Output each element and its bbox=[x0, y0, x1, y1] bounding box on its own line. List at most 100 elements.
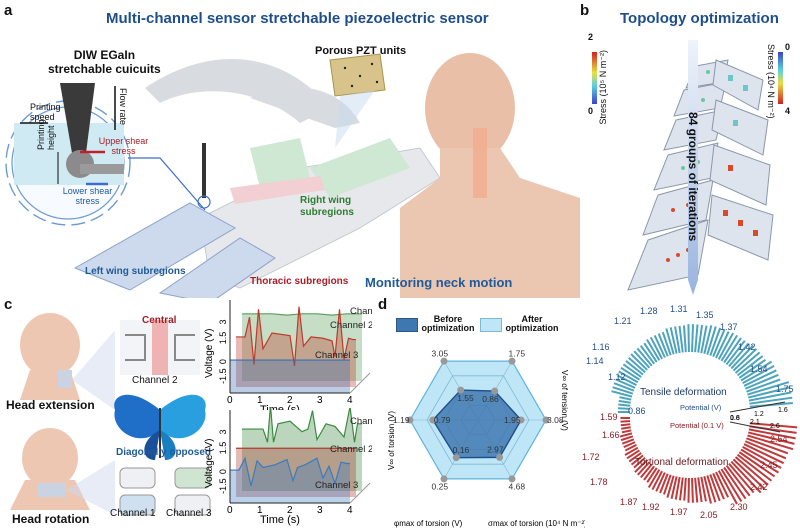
tensile-bar bbox=[611, 390, 633, 398]
series-line-channel-1 bbox=[242, 408, 362, 443]
diagonally-opposed-label: Diagonally opposed bbox=[116, 447, 212, 458]
tensile-bar bbox=[738, 359, 766, 379]
tensile-bar bbox=[617, 374, 637, 386]
tortional-bar bbox=[643, 465, 656, 481]
tensile-bar bbox=[665, 328, 675, 355]
tortional-bar bbox=[619, 432, 633, 438]
iterations-arrow bbox=[688, 40, 698, 295]
left-colorbar-min: 0 bbox=[588, 106, 594, 116]
right-colorbar-label: Stress (10⁴ N m⁻²) bbox=[766, 44, 776, 119]
tortional-bar bbox=[748, 431, 795, 445]
tortional-bar bbox=[740, 448, 780, 474]
y-axis-label: Voltage (V) bbox=[204, 439, 215, 488]
tensile-bar bbox=[618, 370, 639, 384]
tensile-bar bbox=[646, 338, 661, 361]
tensile-bar bbox=[657, 333, 669, 357]
radar-after-value: 1.19 bbox=[393, 415, 410, 425]
tortional-bar bbox=[717, 470, 738, 505]
radar-after-point bbox=[406, 416, 414, 424]
radar-after-value: 0.25 bbox=[432, 482, 449, 492]
tensile-bar bbox=[712, 329, 726, 358]
topology-illustration bbox=[592, 40, 783, 295]
tensile-bar bbox=[723, 337, 742, 364]
radar-before-value: 0.86 bbox=[482, 394, 499, 404]
y-tick-label: 3 bbox=[218, 320, 228, 325]
tortional-bar bbox=[742, 445, 782, 469]
x-tick-label: 0 bbox=[227, 395, 233, 406]
panel-a-illustration bbox=[5, 53, 580, 298]
series-line-channel-2 bbox=[236, 306, 356, 367]
tortional-tick: 2.6 bbox=[770, 423, 780, 430]
tensile-bar bbox=[740, 360, 773, 382]
tensile-bar bbox=[743, 369, 777, 387]
tortional-bar bbox=[691, 477, 694, 503]
panel-a-letter: a bbox=[4, 2, 13, 19]
tortional-bar bbox=[640, 463, 653, 479]
printing-height-label: Printing height bbox=[36, 119, 56, 150]
tensile-bar bbox=[653, 334, 666, 358]
tortional-label: Tortional deformation bbox=[635, 457, 728, 468]
series-line-channel-3 bbox=[230, 456, 350, 487]
tensile-bar bbox=[728, 342, 750, 368]
right-wing-label: Right wing subregions bbox=[300, 195, 354, 218]
tensile-bar bbox=[742, 365, 775, 385]
y-tick-label: 1.5 bbox=[218, 442, 228, 455]
butterfly-icon bbox=[114, 394, 206, 460]
diagonal-channels-diagram bbox=[119, 467, 211, 516]
y-tick-label: -1.5 bbox=[218, 478, 228, 494]
x-tick-label: 4 bbox=[347, 505, 353, 516]
tortional-bar bbox=[630, 454, 644, 466]
tortional-value-label: 1.97 bbox=[670, 507, 688, 517]
left-wing-region-1 bbox=[73, 202, 237, 291]
tortional-bar bbox=[647, 469, 661, 489]
tensile-value-label: 1.75 bbox=[776, 384, 794, 394]
tensile-value-label: 1.54 bbox=[750, 364, 768, 374]
series-label-channel-1: Channel 1 bbox=[350, 416, 372, 427]
tortional-value-label: 2.42 bbox=[750, 482, 768, 492]
left-wing-region-2 bbox=[158, 237, 276, 298]
legend-before-label: Before optimization bbox=[421, 314, 475, 333]
channel2-illustration-label: Channel 2 bbox=[132, 375, 178, 386]
tortional-bar bbox=[666, 475, 675, 498]
tensile-bar bbox=[636, 347, 653, 367]
tensile-bar bbox=[691, 324, 694, 353]
tortional-bar bbox=[624, 444, 637, 452]
tortional-value-label: 2.05 bbox=[700, 510, 718, 520]
tensile-bar bbox=[709, 327, 722, 356]
central-label: Central bbox=[142, 315, 177, 326]
tensile-value-label: 1.28 bbox=[640, 306, 658, 316]
upper-shear-label: Upper shear stress bbox=[98, 136, 149, 156]
legend-after-swatch bbox=[480, 318, 502, 332]
left-colorbar-label: Stress (10⁵ N m⁻²) bbox=[598, 50, 608, 125]
radar-chart: 3.051.551.750.863.081.954.682.970.250.16… bbox=[387, 348, 585, 528]
tensile-value-label: 1.21 bbox=[614, 316, 632, 326]
radar-axis-label: φmax of torsion (V) bbox=[394, 519, 463, 528]
tensile-bar bbox=[734, 351, 761, 374]
series-line-channel-1 bbox=[242, 313, 362, 316]
depth-axis bbox=[349, 372, 371, 394]
potential-v-label: Potential (V) bbox=[680, 403, 722, 412]
tensile-bar bbox=[618, 403, 631, 407]
tortional-value-label: 1.87 bbox=[620, 497, 638, 507]
diw-title-line2: stretchable cuicuits bbox=[48, 62, 161, 76]
tortional-bar bbox=[720, 468, 743, 502]
tensile-bar bbox=[643, 342, 658, 363]
series-area-channel-1 bbox=[242, 313, 362, 381]
series-label-channel-3: Channel 3 bbox=[315, 480, 358, 491]
tortional-bar bbox=[633, 457, 646, 469]
x-axis-label: Time (s) bbox=[260, 404, 300, 410]
head-rotation-label: Head rotation bbox=[12, 512, 90, 526]
tensile-bar bbox=[747, 381, 790, 396]
tensile-bar bbox=[725, 340, 746, 366]
head-extension-illustration bbox=[20, 313, 115, 410]
tortional-bar bbox=[749, 422, 798, 429]
head-rotation-illustration bbox=[10, 428, 115, 515]
tortional-bar bbox=[732, 458, 766, 490]
printing-speed-label: Printing speed bbox=[30, 102, 61, 122]
tortional-bar bbox=[624, 446, 639, 456]
tortional-value-label: 1.92 bbox=[642, 502, 660, 512]
spine-highlight bbox=[473, 128, 487, 198]
x-tick-label: 1 bbox=[257, 505, 263, 516]
tortional-value-label: 1.66 bbox=[602, 430, 620, 440]
